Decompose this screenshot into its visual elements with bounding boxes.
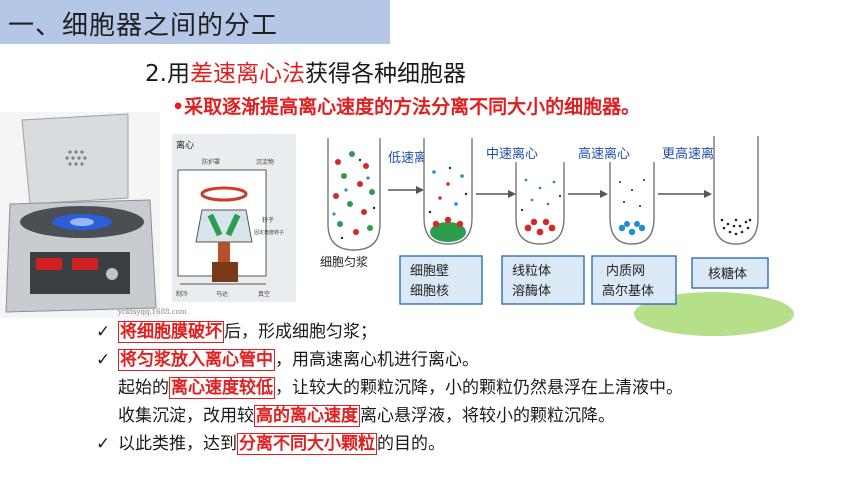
line-4-highlight: 高的离心速度 — [254, 405, 360, 427]
bullet-1-text: 后，形成细胞匀浆； — [224, 322, 377, 342]
diagram-label-motor: 马达 — [216, 290, 228, 298]
subtitle-suffix: 获得各种细胞器 — [304, 61, 466, 87]
title-bar: 一、细胞器之间的分工 — [0, 0, 390, 44]
line-3-pre: 起始的 — [118, 378, 169, 398]
result-box-2 — [501, 255, 585, 305]
page-title: 一、细胞器之间的分工 — [8, 11, 279, 41]
check-icon: ✓ — [96, 350, 111, 370]
bullet-2-highlight: 将匀浆放入离心管中 — [118, 349, 275, 371]
watermark: ycktsyqq.1688.com — [117, 308, 187, 316]
centrifuge-diagram: 离心 防护罩 沉淀物 转子 固定角度转子 制冷 马达 真空 — [172, 134, 296, 302]
speed-label-mid: 中速离心 — [486, 146, 538, 162]
speed-label-high: 高速离心 — [578, 146, 630, 162]
bullet-line-3: 起始的离心速度较低，让较大的颗粒沉降，小的颗粒仍然悬浮在上清液中。 — [96, 374, 836, 402]
line-3-highlight: 离心速度较低 — [169, 377, 275, 399]
diagram-label-cooling: 制冷 — [176, 290, 188, 298]
diagram-label-fixed-rotor: 固定角度转子 — [254, 229, 284, 236]
bullet-5: ✓ 以此类推，达到分离不同大小颗粒的目的。 — [96, 430, 836, 458]
result-box-3-line1: 内质网 — [606, 263, 645, 279]
bullet-5-text: 的目的。 — [377, 434, 445, 454]
bullet-1-highlight: 将细胞膜破坏 — [118, 321, 224, 343]
line-3-text: ，让较大的颗粒沉降，小的颗粒仍然悬浮在上清液中。 — [275, 378, 683, 398]
subtitle: 2.用差速离心法获得各种细胞器 — [145, 54, 466, 88]
diagram-label-shield: 防护罩 — [202, 158, 220, 166]
result-box-4 — [691, 257, 769, 289]
result-box-3-line2: 高尔基体 — [602, 283, 654, 299]
bullet-1: ✓ 将细胞膜破坏后，形成细胞匀浆； — [96, 318, 836, 346]
tagline: •采取逐渐提高离心速度的方法分离不同大小的细胞器。 — [172, 96, 641, 118]
homogenate-label: 细胞匀浆 — [320, 254, 368, 269]
result-box-1 — [399, 255, 483, 305]
bullet-list: ✓将细胞膜破坏后，形成细胞匀浆； ✓将匀浆放入离心管中，用高速离心机进行离心。 … — [96, 318, 836, 458]
result-box-4-line1: 核糖体 — [708, 266, 747, 282]
bullet-2-text: ，用高速离心机进行离心。 — [275, 350, 479, 370]
diagram-caption: 离心 — [176, 139, 194, 151]
result-box-1-line2: 细胞核 — [410, 284, 449, 299]
check-icon: ✓ — [96, 322, 111, 342]
bullet-2: ✓ 将匀浆放入离心管中，用高速离心机进行离心。 — [96, 346, 836, 374]
speed-label-higher: 更高速离心 — [662, 146, 727, 162]
diagram-label-vacuum: 真空 — [258, 290, 270, 298]
bullet-5-highlight: 分离不同大小颗粒 — [237, 433, 377, 455]
bullet-5-pre: 以此类推，达到 — [118, 434, 237, 454]
line-4-text: 离心悬浮液，将较小的颗粒沉降。 — [360, 406, 615, 426]
result-box-3 — [591, 255, 677, 305]
diagram-label-rotor: 转子 — [262, 216, 274, 224]
result-box-2-line2: 溶酶体 — [512, 283, 551, 299]
result-box-1-line1: 细胞壁 — [410, 264, 449, 279]
diagram-label-sediment: 沉淀物 — [256, 158, 274, 166]
bullet-line-4: 收集沉淀，改用较高的离心速度离心悬浮液，将较小的颗粒沉降。 — [96, 402, 836, 430]
result-box-2-line1: 线粒体 — [512, 264, 551, 279]
check-icon: ✓ — [96, 434, 111, 454]
centrifugation-tubes-figure: 细胞匀浆 低速离心 中速离心 高速离心 更高速离心 — [316, 132, 794, 336]
line-4-pre: 收集沉淀，改用较 — [118, 406, 254, 426]
subtitle-highlight: 差速离心法 — [189, 61, 305, 87]
subtitle-prefix: 2.用 — [145, 61, 190, 87]
centrifuge-photo: ycktsyqq.1688.com — [0, 112, 187, 318]
